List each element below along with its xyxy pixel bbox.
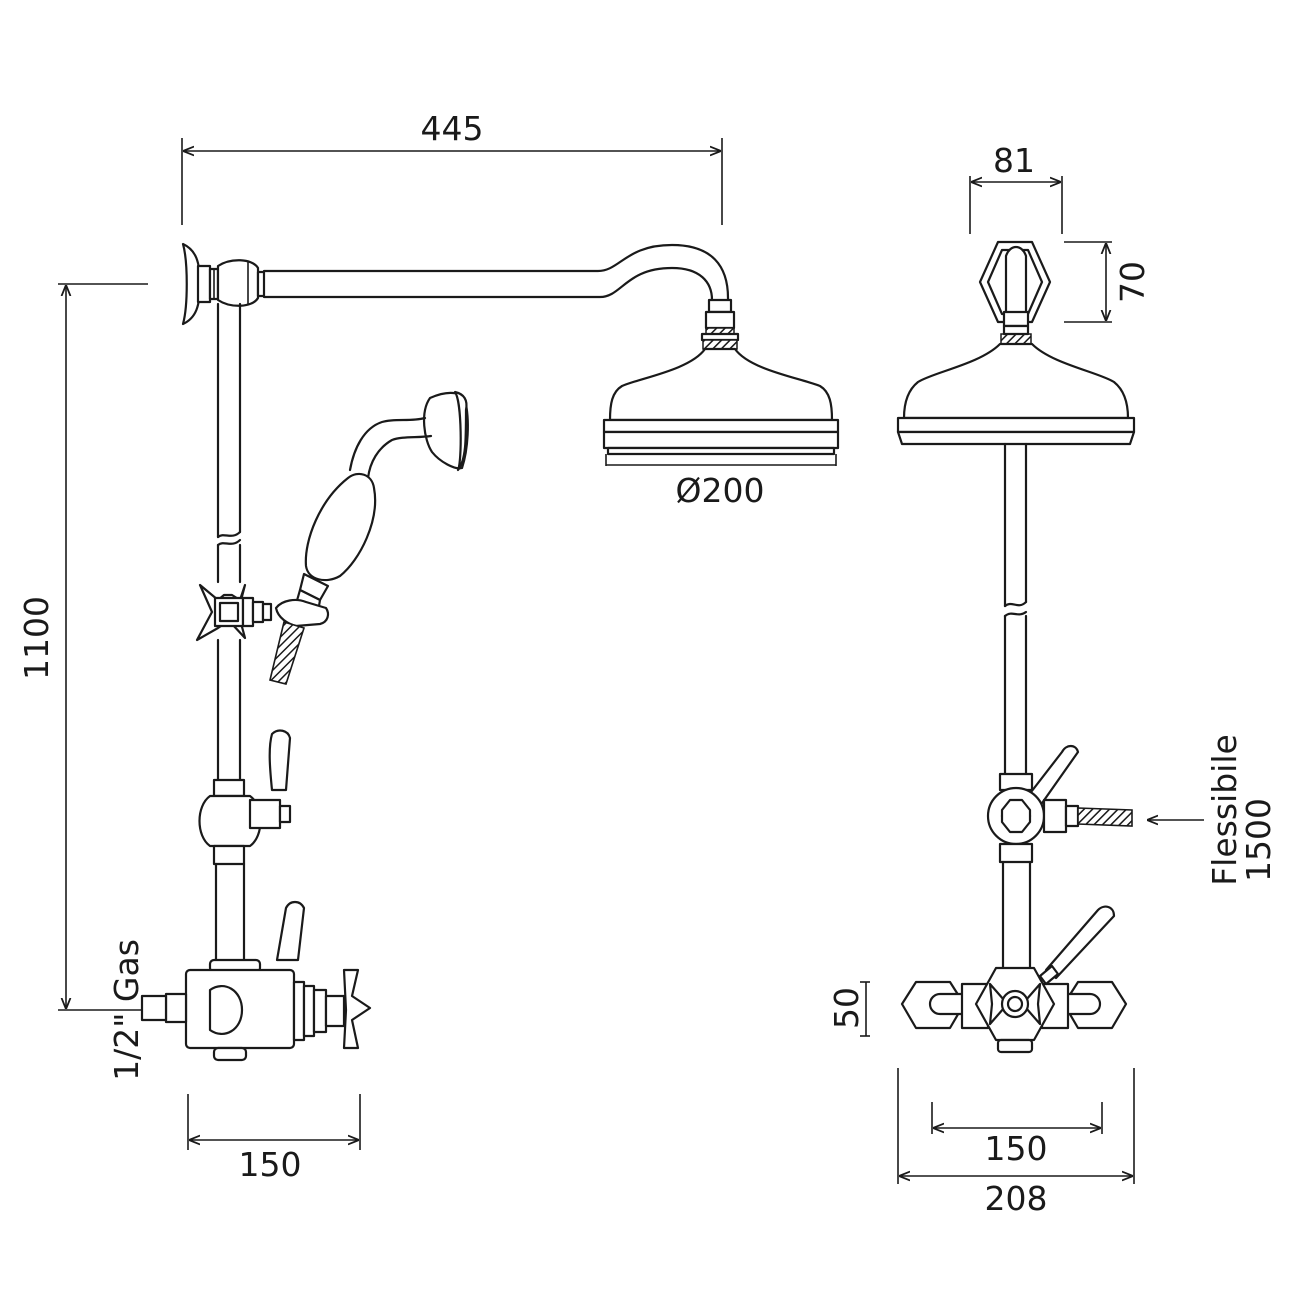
dim-head-diameter: Ø200 [605, 454, 837, 510]
dim-1100-label: 1100 [17, 596, 56, 680]
shower-head-side [896, 342, 1136, 446]
diverter-valve [198, 729, 292, 968]
hose-length-label: 1500 [1239, 798, 1278, 882]
front-elevation: 445 1100 1/2" Gas 150 Ø200 [17, 109, 840, 1184]
hose-label: Flessibile [1205, 734, 1244, 886]
dim-70-label: 70 [1113, 261, 1152, 303]
dim-bracket-height: 70 [1064, 241, 1152, 323]
slider-bracket [195, 538, 273, 782]
side-elevation: 81 70 Flessibile 1500 50 150 [827, 141, 1278, 1218]
dim-diameter-label: Ø200 [676, 471, 765, 510]
dim-81-label: 81 [993, 141, 1035, 180]
inlet-thread-label: 1/2" Gas [107, 939, 146, 1081]
hex-bracket [978, 240, 1052, 345]
hose-callout: Flessibile 1500 [1148, 734, 1278, 886]
riser-side [1003, 442, 1028, 776]
dim-208-label: 208 [985, 1179, 1048, 1218]
shower-head-front [602, 347, 840, 456]
overhead-arm [262, 243, 730, 302]
dim-445-label: 445 [421, 109, 484, 148]
head-connector [700, 298, 740, 350]
diverter-side [986, 744, 1133, 978]
dim-valve-height: 50 [827, 981, 870, 1037]
mixer-body [164, 900, 372, 1062]
dim-height-total: 1100 [17, 283, 148, 1011]
dim-50-label: 50 [827, 987, 866, 1029]
mixer-side [900, 905, 1128, 1054]
dim-overall-width: 208 [897, 1068, 1135, 1218]
dim-150-side-label: 150 [985, 1129, 1048, 1168]
riser-upper [216, 302, 242, 539]
wall-flange [181, 242, 220, 326]
dim-width-arm: 445 [181, 109, 723, 225]
dim-centers-front: 150 [187, 1094, 361, 1184]
dim-centers-side: 150 [931, 1102, 1103, 1168]
dim-150-front-label: 150 [239, 1145, 302, 1184]
swivel-elbow [216, 259, 266, 307]
dim-inlet-thread: 1/2" Gas [107, 939, 168, 1081]
dim-bracket-width: 81 [969, 141, 1063, 234]
hand-shower [269, 390, 469, 685]
